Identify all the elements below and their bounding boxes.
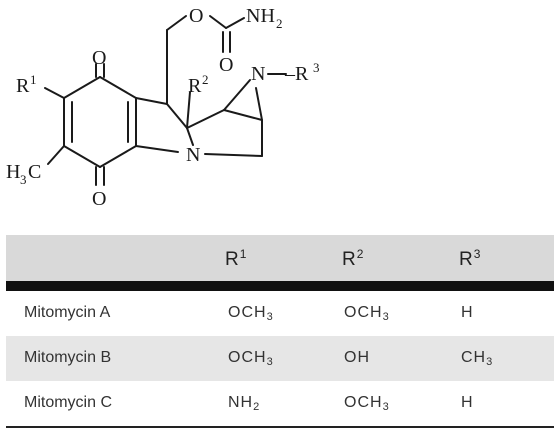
header-r3: R3: [459, 247, 481, 270]
label-r3: –R: [284, 63, 309, 85]
atom-o-quinone-bottom: O: [92, 188, 106, 210]
substituent-table: R1 R2 R3 Mitomycin A OCH3 OCH3 H Mitomyc…: [6, 235, 554, 428]
row-r2: OCH3: [344, 394, 390, 413]
mitomycin-structure-diagram: O NH 2 O O O R 1 R 2 N –R 3 N H 3 C: [6, 5, 320, 210]
atom-o-quinone-top: O: [92, 47, 106, 69]
atom-o-carbonyl: O: [219, 54, 233, 76]
row-r2: OH: [344, 349, 370, 366]
row-r1: OCH3: [228, 349, 274, 368]
row-name: Mitomycin B: [24, 349, 112, 366]
header-r1: R1: [225, 247, 247, 270]
table-header: R1 R2 R3: [6, 235, 554, 281]
label-r2: R: [188, 75, 202, 97]
atom-n-ring: N: [186, 144, 200, 166]
label-r2-sup: 2: [202, 72, 209, 87]
row-name: Mitomycin A: [24, 304, 111, 321]
row-r3: H: [461, 394, 474, 411]
row-r1: NH2: [228, 394, 261, 413]
label-r1-sup: 1: [30, 72, 37, 87]
label-r1: R: [16, 75, 30, 97]
atom-nh2-subscript: 2: [276, 16, 283, 31]
atom-nh2: NH: [246, 5, 275, 27]
methyl-c: C: [28, 161, 41, 183]
atom-o-ester: O: [189, 5, 203, 27]
table-row: Mitomycin A OCH3 OCH3 H: [6, 291, 554, 336]
header-r2: R2: [342, 247, 364, 270]
atom-n-aziridine: N: [251, 63, 265, 85]
bottom-rule: [6, 426, 554, 428]
label-r3-sup: 3: [313, 60, 320, 75]
table-row: Mitomycin C NH2 OCH3 H: [6, 381, 554, 426]
row-r2: OCH3: [344, 304, 390, 323]
row-r3: H: [461, 304, 474, 321]
header-rule: [6, 281, 554, 291]
table-row: Mitomycin B OCH3 OH CH3: [6, 336, 554, 381]
methyl-h: H: [6, 161, 20, 183]
row-r3: CH3: [461, 349, 494, 368]
row-name: Mitomycin C: [24, 394, 113, 411]
methyl-subscript: 3: [20, 172, 27, 187]
row-r1: OCH3: [228, 304, 274, 323]
